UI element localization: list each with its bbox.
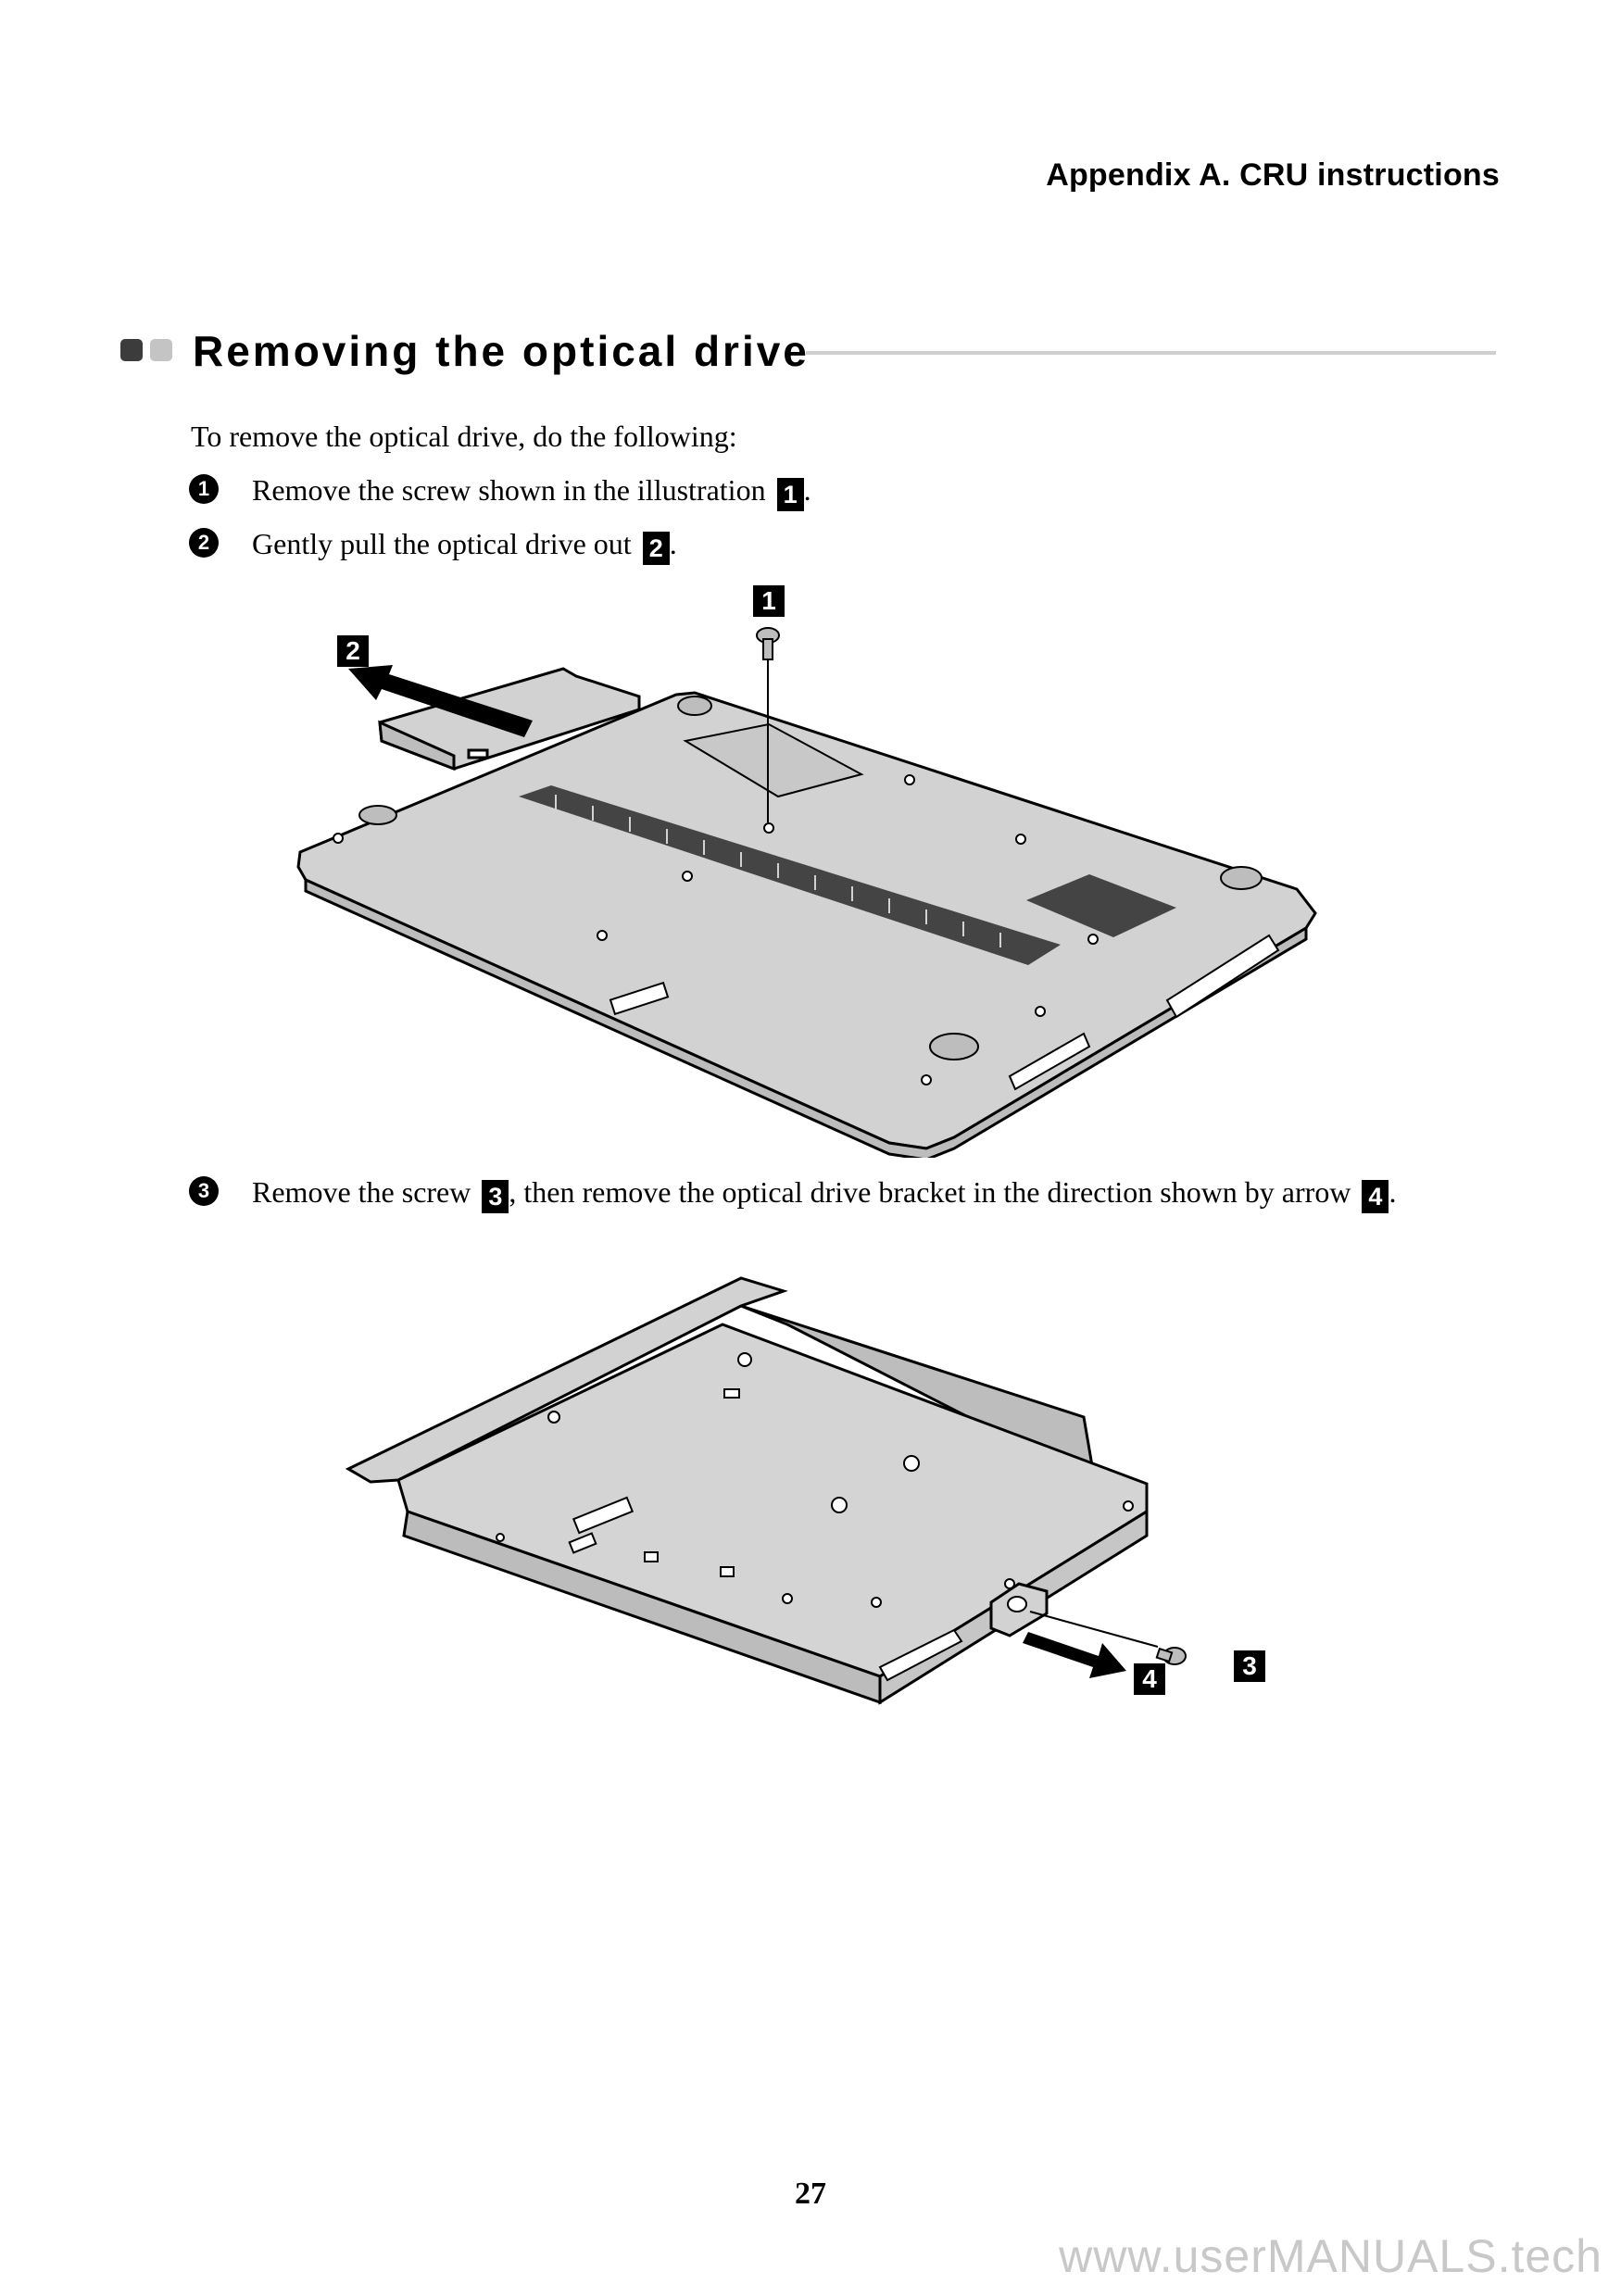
- callout-badge: 4: [1362, 1180, 1389, 1213]
- step-3-text-a: Remove the screw: [252, 1175, 471, 1209]
- pull-arrow: [348, 665, 533, 737]
- heading-bullet-dark: [120, 339, 143, 361]
- step-text: Remove the screw shown in the illustrati…: [252, 467, 811, 513]
- step-3-text-b: , then remove the optical drive bracket …: [509, 1175, 1351, 1209]
- step-1-text: Remove the screw shown in the illustrati…: [252, 473, 766, 507]
- step-2-suffix: .: [669, 527, 677, 560]
- intro-text: To remove the optical drive, do the foll…: [191, 420, 737, 453]
- callout-badge: 1: [776, 478, 804, 511]
- heading-bullet-light: [150, 339, 172, 361]
- removal-arrow: [1023, 1632, 1126, 1678]
- step-number: 3: [189, 1176, 219, 1206]
- callout-badge: 2: [642, 532, 670, 565]
- step-2-text: Gently pull the optical drive out: [252, 527, 632, 560]
- screw-3: [1155, 1647, 1187, 1665]
- running-header: Appendix A. CRU instructions: [1046, 157, 1500, 193]
- callout-label-2: 2: [337, 635, 369, 667]
- section-heading: Removing the optical drive: [120, 326, 1496, 375]
- callout-label-4: 4: [1134, 1663, 1165, 1695]
- vent-slots: [555, 795, 1001, 947]
- screw-1: [756, 627, 780, 822]
- step-text: Gently pull the optical drive out 2.: [252, 521, 677, 567]
- figure-optical-drive: 3 4: [343, 1269, 1288, 1713]
- laptop-illustration: [296, 627, 1317, 1161]
- callout-label-1: 1: [753, 585, 785, 617]
- screw-holes: [333, 774, 1099, 1085]
- watermark: www.userMANUALS.tech: [1059, 2230, 1602, 2282]
- step-text: Remove the screw 3, then remove the opti…: [252, 1169, 1621, 1215]
- step-number: 1: [189, 474, 219, 504]
- step-number: 2: [189, 528, 219, 558]
- callout-label-3: 3: [1234, 1650, 1265, 1682]
- step-3-suffix: .: [1389, 1175, 1397, 1209]
- optical-drive-illustration: [345, 1276, 1187, 1705]
- drive-holes: [496, 1352, 1134, 1608]
- section-rule: [806, 351, 1496, 355]
- section-title: Removing the optical drive: [193, 327, 810, 375]
- step-1-suffix: .: [803, 473, 811, 507]
- callout-badge: 3: [482, 1180, 509, 1213]
- page-number: 27: [795, 2177, 826, 2211]
- laptop-base: [296, 691, 1317, 1161]
- figure-laptop-bottom: 1 2: [287, 583, 1343, 1161]
